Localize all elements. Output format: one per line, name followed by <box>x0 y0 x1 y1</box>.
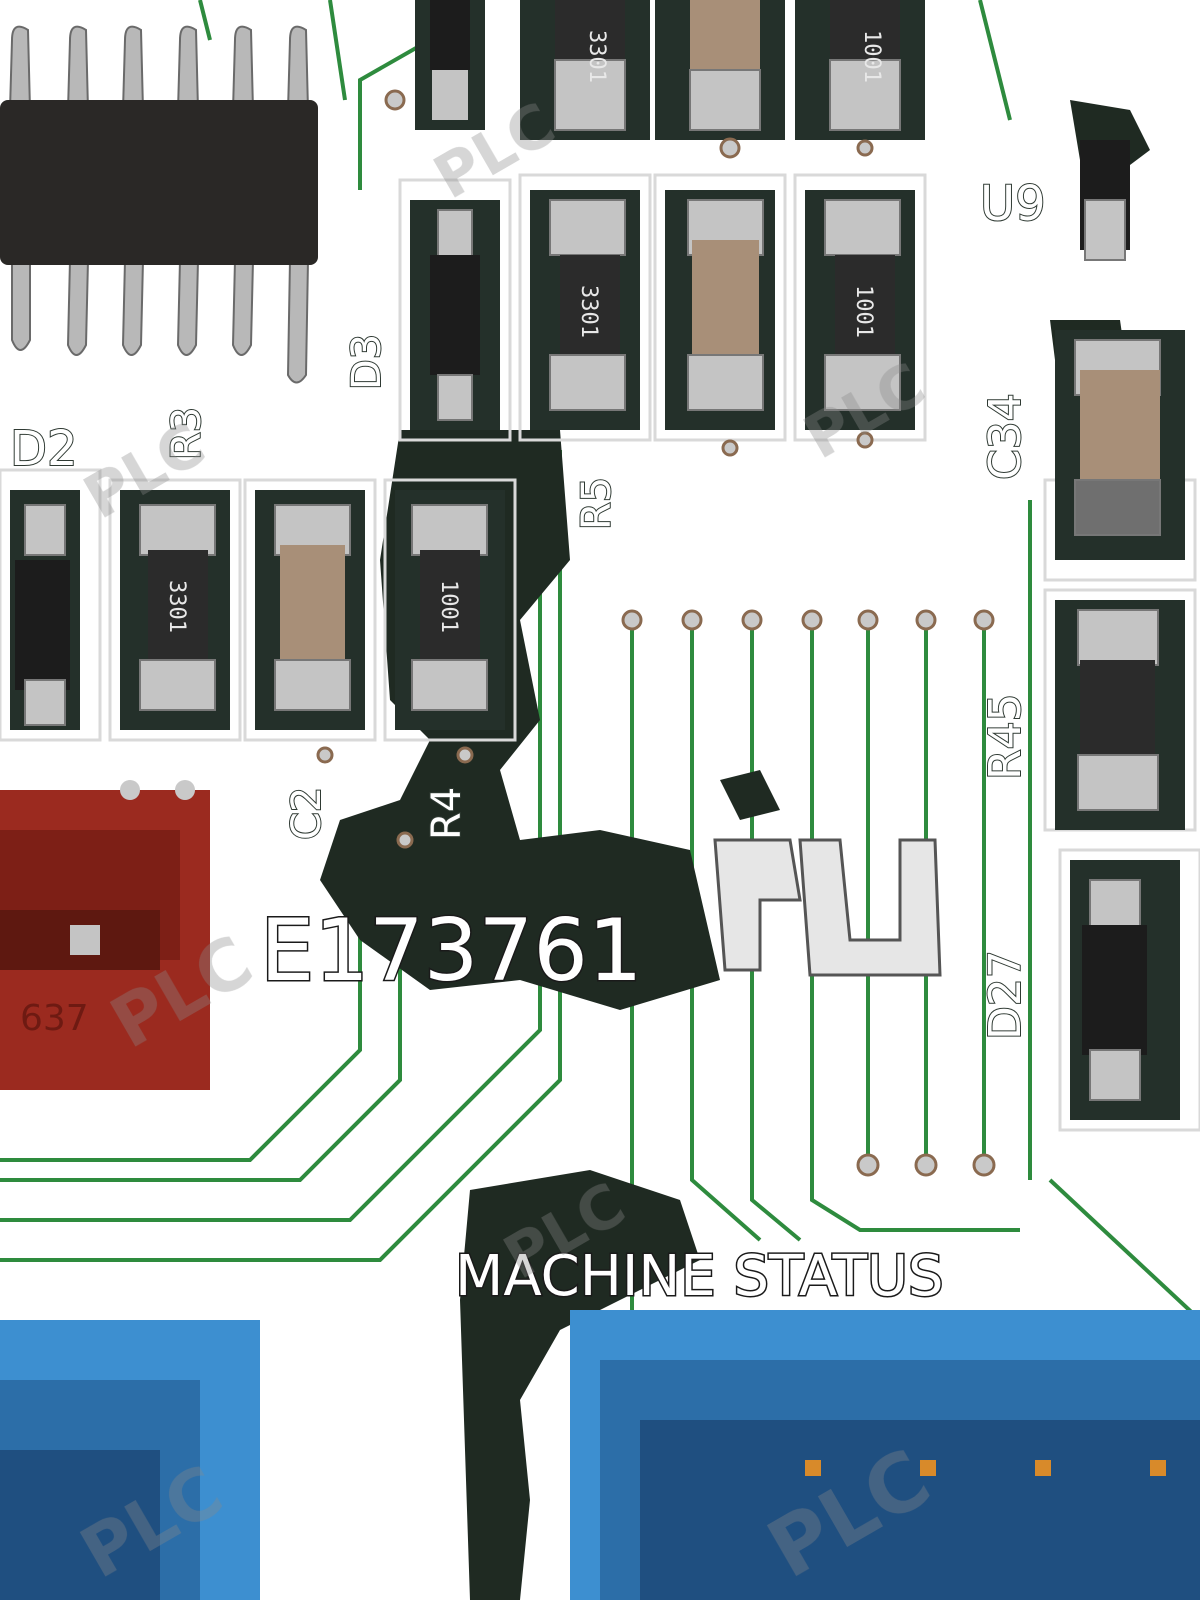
res-e-code: 3301 <box>164 580 189 633</box>
red-connector: 637 <box>0 780 210 1090</box>
capacitor-c <box>692 240 759 370</box>
resistor-r45 <box>1080 660 1155 770</box>
left-row-components: 3301 1001 <box>10 490 505 730</box>
pad-outlines <box>0 173 1200 1132</box>
capacitor-c34 <box>1080 370 1160 500</box>
res-f-code: 1001 <box>436 580 461 633</box>
label-r4: R4 <box>424 787 470 840</box>
ic-chip <box>0 25 318 384</box>
label-certification: E173761 <box>260 901 643 1001</box>
blue-connector-left <box>0 1320 260 1600</box>
top-res-a-code: 3301 <box>584 30 609 83</box>
label-u9: U9 <box>980 176 1046 232</box>
res-c-code: 3301 <box>576 285 601 338</box>
label-c34: C34 <box>980 393 1031 480</box>
label-c2: C2 <box>284 787 330 840</box>
label-d3: D3 <box>344 334 390 390</box>
top-row-components: 3301 1001 <box>415 0 925 140</box>
right-column-components <box>1055 140 1185 1120</box>
capacitor-c2 <box>280 545 345 670</box>
label-r45: R45 <box>980 693 1031 780</box>
label-d2: D2 <box>10 421 78 477</box>
label-r5: R5 <box>574 477 620 530</box>
ul-logo <box>713 838 942 977</box>
label-r3: R3 <box>164 407 210 460</box>
via-pads <box>316 89 996 1177</box>
diode-d2 <box>15 560 70 690</box>
resistor-r4 <box>420 550 480 670</box>
silkscreen-labels: U9 C34 R45 D27 D3 D2 R3 R5 C2 R4 E173761… <box>9 175 1047 1311</box>
resistor-r3 <box>148 550 208 670</box>
ic-body <box>0 100 318 265</box>
diode-d27 <box>1082 925 1147 1055</box>
blue-connector-right <box>570 1310 1200 1600</box>
middle-row-components: 3301 1001 <box>410 190 915 430</box>
res-d-code: 1001 <box>851 285 876 338</box>
top-res-b-code: 1001 <box>859 30 884 83</box>
diode-d3 <box>430 255 480 375</box>
label-machine-status: MACHINE STATUS <box>455 1244 944 1309</box>
connector-part-number: 637 <box>20 998 89 1039</box>
label-d27: D27 <box>980 950 1031 1040</box>
